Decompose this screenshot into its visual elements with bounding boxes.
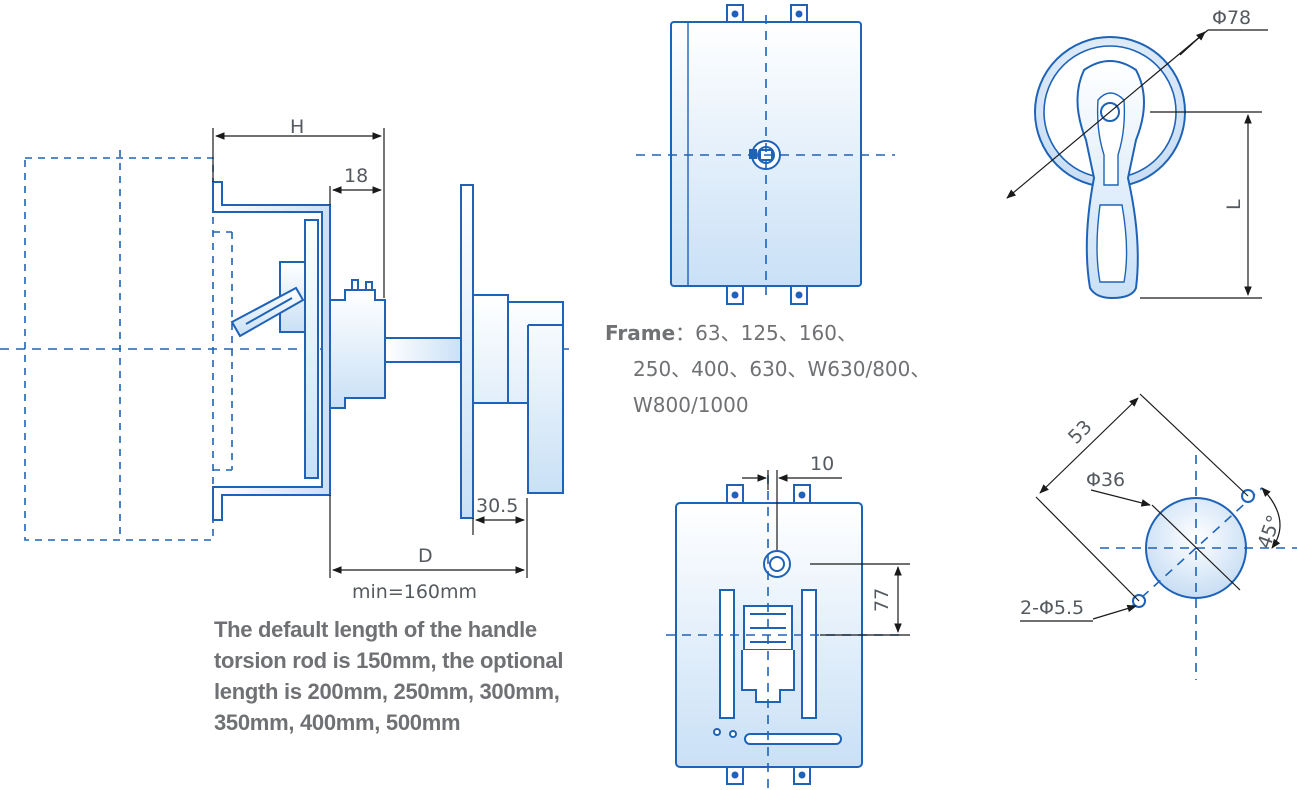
note-line-1: The default length of the handle bbox=[214, 617, 537, 642]
handle-view bbox=[1034, 36, 1186, 300]
note-line-4: 350mm, 400mm, 500mm bbox=[214, 710, 461, 735]
frame-line-2: 250、400、630、W630/800、 bbox=[633, 357, 931, 381]
dim-phi78-label: Φ78 bbox=[1212, 7, 1251, 29]
frame-label: Frame bbox=[605, 321, 676, 345]
dim-77-label: 77 bbox=[871, 588, 893, 612]
note-line-2: torsion rod is 150mm, the optional bbox=[214, 648, 564, 673]
handle-dimensions bbox=[1006, 29, 1268, 299]
min-length-label: min=160mm bbox=[352, 581, 478, 603]
drilling-dimensions bbox=[1020, 393, 1281, 622]
torsion-rod bbox=[384, 337, 464, 363]
door-plate bbox=[460, 184, 474, 519]
dim-10-label: 10 bbox=[810, 453, 834, 475]
dim-H-label: H bbox=[290, 116, 304, 138]
dim-45deg-label: 45° bbox=[1253, 512, 1285, 551]
plate-dimensions bbox=[742, 470, 910, 636]
shaft-head bbox=[329, 289, 386, 409]
dim-18-label: 18 bbox=[344, 165, 368, 187]
torsion-rod-note: The default length of the handle torsion… bbox=[214, 614, 664, 738]
mounting-bracket bbox=[212, 181, 331, 521]
dim-L-label: L bbox=[1223, 199, 1245, 210]
handle-base bbox=[472, 294, 564, 494]
frame-sizes: Frame：63、125、160、 250、400、630、W630/800、 … bbox=[605, 315, 930, 423]
note-line-3: length is 200mm, 250mm, 300mm, bbox=[214, 679, 560, 704]
dim-phi36-label: Φ36 bbox=[1086, 469, 1125, 491]
frame-line-3: W800/1000 bbox=[633, 393, 749, 417]
dim-30-5-label: 30.5 bbox=[476, 495, 518, 517]
dim-holes-label: 2-Φ5.5 bbox=[1020, 597, 1084, 619]
side-dimensions bbox=[212, 128, 528, 578]
dim-D-label: D bbox=[418, 545, 433, 567]
frame-line-1: ：63、125、160、 bbox=[675, 321, 857, 345]
front-view-top bbox=[670, 4, 862, 305]
side-view bbox=[0, 150, 570, 541]
drilling-pattern bbox=[1100, 455, 1297, 680]
switch-outline-dashed bbox=[24, 150, 233, 541]
